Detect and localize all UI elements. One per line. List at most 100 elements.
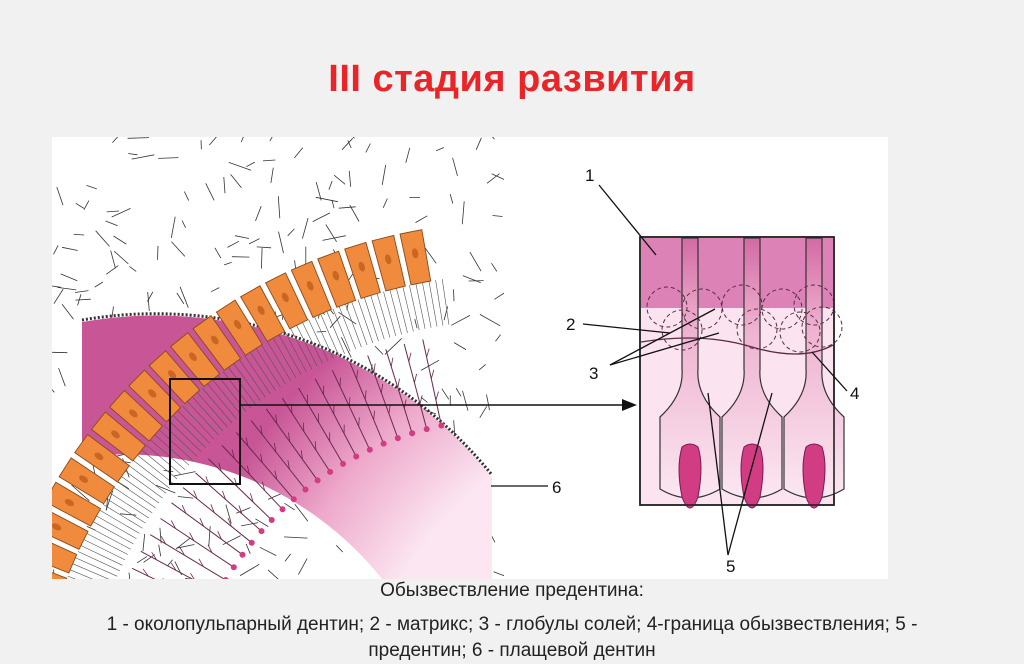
odontoblast-process — [298, 387, 344, 465]
process-branch — [170, 520, 176, 529]
pulp-fiber — [71, 484, 90, 502]
pulp-fiber — [228, 162, 252, 171]
fibril — [117, 481, 156, 509]
process-branch — [373, 363, 376, 373]
fibril — [233, 363, 261, 401]
pulp-fiber — [278, 231, 284, 254]
pulp-fiber — [420, 396, 428, 403]
process-branch — [151, 552, 157, 561]
pulp-fiber — [259, 546, 277, 556]
odontoblast-process — [349, 362, 385, 444]
fibril — [376, 293, 391, 338]
pulp-fiber — [176, 292, 185, 305]
pulp-fiber — [453, 420, 455, 435]
figure-svg: 1 2 3 4 5 6 — [52, 137, 859, 579]
ameloblast-nucleus — [210, 335, 219, 345]
pulp-fiber — [75, 298, 91, 301]
pulp-fiber — [461, 201, 465, 225]
odontoblast-process — [195, 472, 262, 532]
process-branch — [287, 460, 290, 470]
pulp-fiber — [208, 137, 217, 146]
fibril — [177, 410, 210, 444]
pulp-fiber — [106, 210, 120, 213]
fibril — [296, 325, 318, 367]
pulp-fiber — [240, 137, 244, 143]
pulp-fiber — [185, 578, 192, 579]
odontoblast-cell — [659, 237, 721, 509]
pulp-fiber — [119, 513, 137, 516]
label-3: 3 — [589, 364, 598, 383]
process-branch — [260, 453, 263, 463]
fibril — [351, 301, 368, 346]
cell-nucleus — [802, 443, 826, 509]
pulp-fiber — [384, 338, 402, 355]
process-branch — [419, 395, 423, 404]
pulp-fiber — [53, 288, 64, 304]
pulp-fiber — [175, 537, 191, 550]
odontoblast-process — [182, 487, 253, 544]
pulp-fiber — [331, 199, 335, 209]
fibril — [370, 295, 385, 340]
fibril — [228, 367, 256, 405]
pulp-fiber — [452, 157, 458, 177]
ameloblast-cell — [52, 511, 89, 550]
salt-globule — [646, 286, 688, 328]
process-branch — [408, 352, 412, 362]
pulp-fiber — [475, 137, 482, 150]
pulp-fiber — [492, 215, 503, 217]
magnified-panel — [639, 236, 845, 509]
pulp-fiber — [73, 234, 85, 236]
process-branch — [190, 572, 195, 579]
fibril — [191, 396, 224, 432]
predentin-fibrils — [67, 279, 450, 579]
odontoblast-nucleus — [353, 453, 360, 460]
pulp-fiber — [338, 311, 357, 325]
calcification-boundary — [640, 337, 834, 355]
fibril — [96, 515, 137, 539]
fibril — [409, 285, 420, 331]
pulp-fiber — [230, 174, 242, 189]
odontoblast-nucleus — [423, 426, 430, 433]
pulp-fiber — [176, 544, 195, 549]
pulp-fiber — [57, 287, 77, 291]
process-branch — [288, 432, 290, 442]
label-5: 5 — [726, 557, 735, 576]
process-branch — [207, 544, 213, 553]
ameloblast-nucleus — [233, 319, 242, 330]
fibril — [383, 291, 397, 336]
process-branch — [435, 391, 439, 401]
caption-line-2: предентин; 6 - плащевой дентин — [368, 640, 656, 661]
caption-heading: Обызвествление предентина: — [380, 580, 644, 601]
pulp-fiber — [155, 484, 176, 494]
pulp-fiber — [113, 235, 127, 245]
pulp-fiber — [53, 245, 59, 255]
pulp-fiber — [453, 289, 455, 302]
odontoblast-nucleus — [230, 564, 237, 571]
pulp-fiber — [455, 387, 462, 397]
pulp-fiber — [381, 164, 387, 186]
pulp-fiber — [256, 246, 272, 249]
fibril — [86, 533, 128, 555]
fibril — [145, 444, 182, 475]
pulp-fiber — [205, 183, 215, 201]
pulp-fiber — [382, 198, 388, 208]
fibril — [250, 351, 276, 391]
ameloblast-nucleus — [189, 352, 197, 362]
pulp-fiber — [493, 571, 504, 577]
fibril — [284, 331, 307, 373]
fibril — [278, 334, 302, 376]
fibril — [158, 429, 194, 461]
fibril — [302, 322, 323, 364]
odontoblast-nucleus — [314, 477, 321, 484]
salt-globule — [661, 309, 703, 351]
pulp-fiber — [222, 535, 241, 546]
caption-line-1: 1 - околопульпарный дентин; 2 - матрикс;… — [106, 614, 918, 635]
ameloblast-nucleus — [111, 430, 120, 439]
odontoblast-process — [331, 369, 371, 451]
pulp-fiber — [131, 154, 155, 160]
process-branch — [390, 357, 394, 367]
fibril — [196, 392, 228, 428]
odontoblast-cell — [721, 237, 783, 509]
pulp-fiber — [52, 389, 55, 393]
pulp-fiber — [181, 220, 186, 228]
